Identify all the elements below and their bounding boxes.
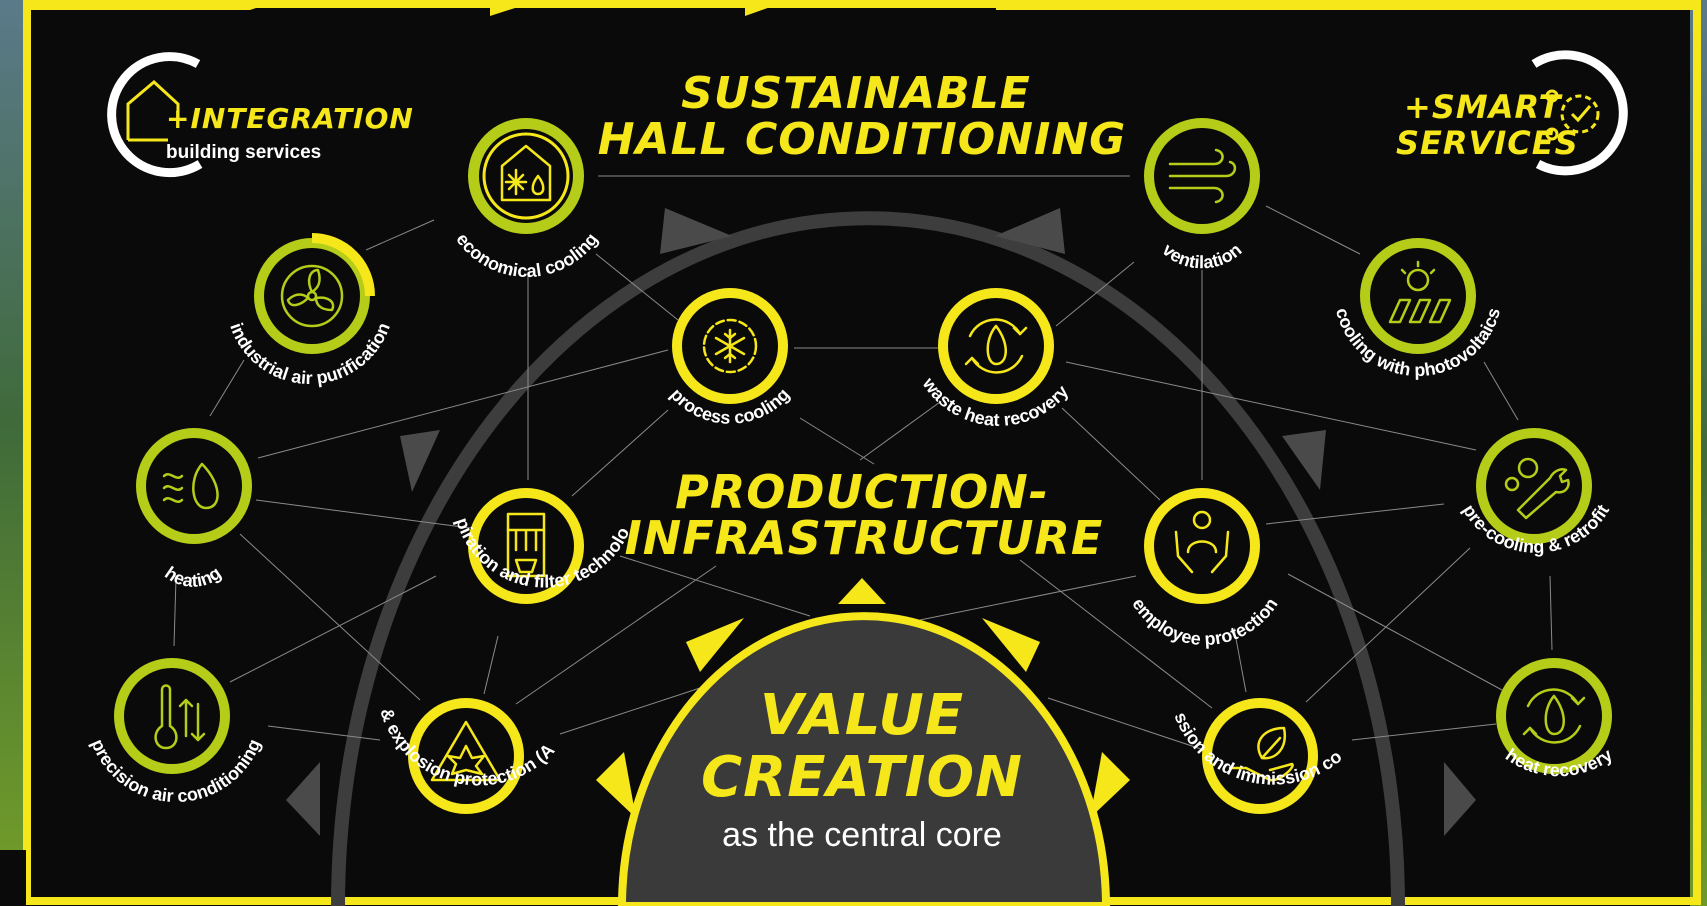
center-title-line2: INFRASTRUCTURE (625, 511, 1104, 565)
connection-lines (173, 175, 1553, 751)
value-creation-core (596, 578, 1130, 906)
hand-leaf-icon (1228, 726, 1294, 782)
flame-cycle-icon (964, 318, 1028, 374)
integration-badge: +INTEGRATION building services (107, 52, 414, 178)
headline-line1: SUSTAINABLE (681, 68, 1031, 119)
snowflake-gear-icon (702, 318, 758, 374)
integration-title: +INTEGRATION (166, 102, 414, 135)
core-line1: VALUE (760, 683, 964, 748)
fan-icon (280, 264, 344, 328)
filter-unit-icon (506, 512, 546, 578)
heat-waves-flame-icon (162, 462, 219, 510)
smart-services-badge: +SMART SERVICES (1396, 50, 1628, 176)
solar-panel-icon (1388, 260, 1452, 324)
production-arc (331, 211, 1405, 906)
smart-title-line2: SERVICES (1396, 124, 1579, 162)
heat-recovery-flame-icon (1522, 688, 1586, 744)
thermometer-arrows-icon (154, 684, 206, 750)
node-circles (114, 118, 1612, 814)
wrench-gear-icon (1504, 457, 1570, 520)
gear-check-icon (1545, 89, 1600, 141)
center-title-line1: PRODUCTION- (675, 465, 1049, 519)
person-hands-icon (1174, 510, 1230, 574)
wind-icon (1168, 148, 1237, 204)
integration-subtitle: building services (166, 142, 321, 163)
headline-line2: HALL CONDITIONING (598, 114, 1127, 165)
house-snowflake-drop-icon (500, 144, 552, 202)
grass-photo-strip (0, 0, 26, 850)
smart-title-line1: +SMART (1404, 88, 1563, 126)
core-subtitle: as the central core (722, 816, 1002, 854)
house-icon (126, 80, 180, 142)
warning-explosion-icon (430, 720, 502, 782)
core-line2: CREATION (701, 745, 1023, 810)
